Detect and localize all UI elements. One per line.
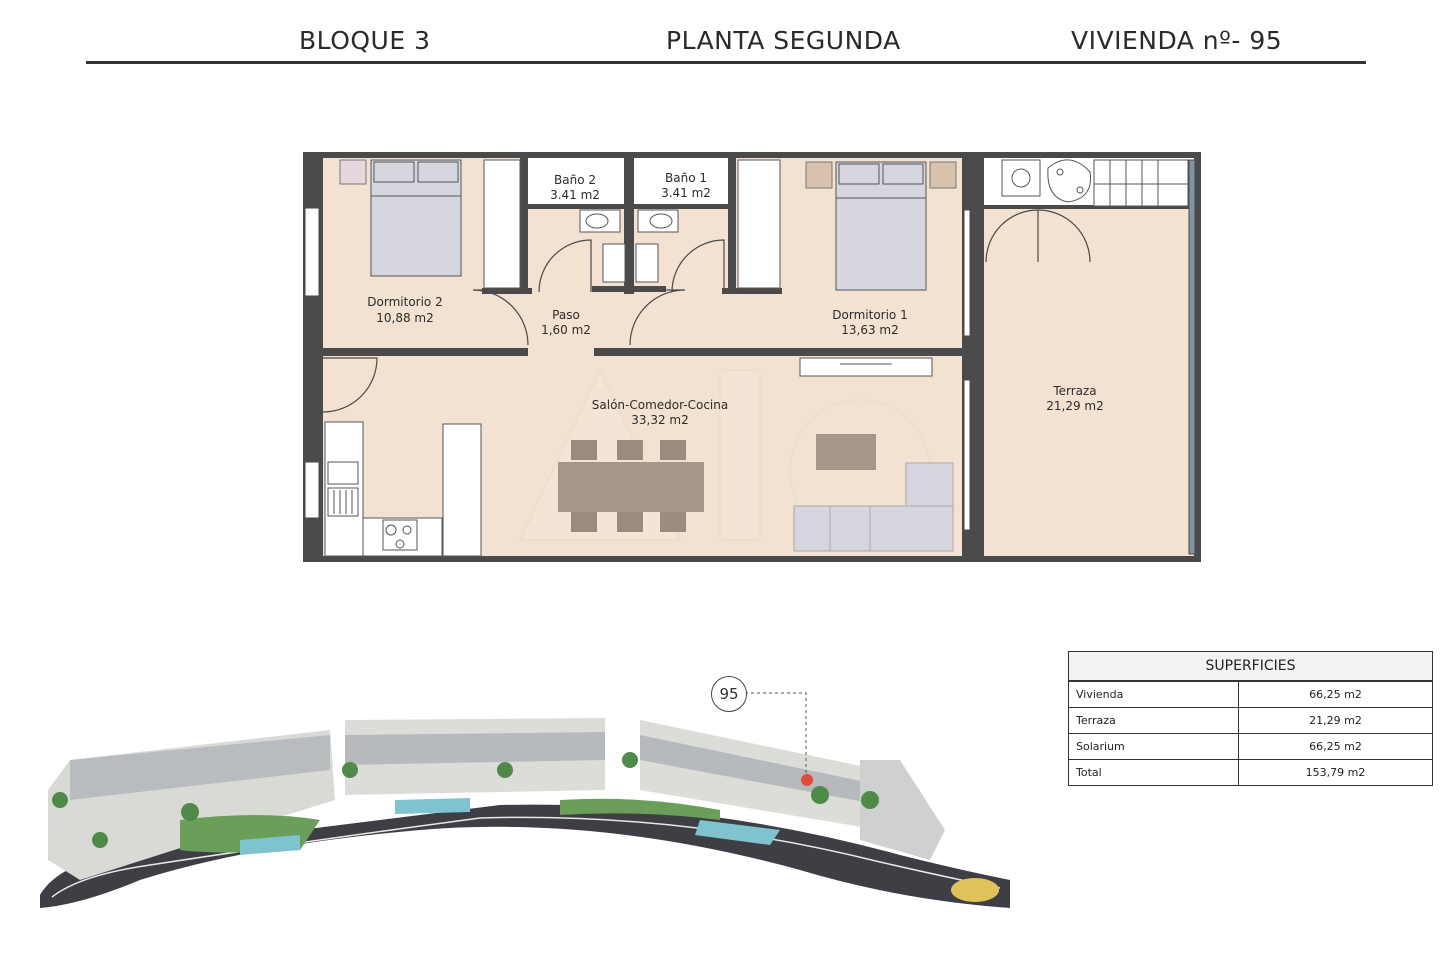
label-paso: Paso bbox=[552, 308, 580, 322]
label-dormitorio-1: Dormitorio 1 bbox=[832, 308, 907, 322]
bed-dormitorio-2 bbox=[339, 159, 462, 277]
row-value: 21,29 m2 bbox=[1238, 707, 1433, 734]
page-header: BLOQUE 3 PLANTA SEGUNDA VIVIENDA nº- 95 bbox=[86, 22, 1366, 66]
bed-dormitorio-1 bbox=[805, 161, 957, 291]
superficies-table: SUPERFICIES Vivienda 66,25 m2 Terraza 21… bbox=[1068, 651, 1433, 786]
room-labels: Dormitorio 2 10,88 m2 Baño 2 3.41 m2 Bañ… bbox=[367, 171, 1103, 427]
table-row: Terraza 21,29 m2 bbox=[1068, 707, 1433, 734]
row-label: Total bbox=[1068, 759, 1239, 786]
block-title: BLOQUE 3 bbox=[299, 26, 431, 55]
floor-title: PLANTA SEGUNDA bbox=[666, 26, 901, 55]
wardrobes bbox=[483, 159, 933, 377]
area-dormitorio-1: 13,63 m2 bbox=[841, 323, 899, 337]
label-bano-2: Baño 2 bbox=[554, 173, 596, 187]
label-dormitorio-2: Dormitorio 2 bbox=[367, 295, 442, 309]
dining-table bbox=[558, 440, 704, 532]
area-bano-1: 3.41 m2 bbox=[661, 186, 711, 200]
header-rule bbox=[86, 61, 1366, 64]
unit-title: VIVIENDA nº- 95 bbox=[1071, 26, 1283, 55]
row-value: 66,25 m2 bbox=[1238, 680, 1433, 708]
area-bano-2: 3.41 m2 bbox=[550, 188, 600, 202]
site-rendering bbox=[40, 692, 1010, 908]
row-label: Terraza bbox=[1068, 707, 1239, 734]
label-terraza: Terraza bbox=[1052, 384, 1096, 398]
table-row: Solarium 66,25 m2 bbox=[1068, 733, 1433, 760]
laundry-appliances bbox=[1001, 159, 1189, 207]
area-dormitorio-2: 10,88 m2 bbox=[376, 311, 434, 325]
area-paso: 1,60 m2 bbox=[541, 323, 591, 337]
bathroom-fixtures bbox=[579, 209, 679, 283]
walls bbox=[303, 152, 1201, 562]
table-row: Total 153,79 m2 bbox=[1068, 759, 1433, 786]
area-terraza: 21,29 m2 bbox=[1046, 399, 1104, 413]
label-bano-1: Baño 1 bbox=[665, 171, 707, 185]
row-value: 66,25 m2 bbox=[1238, 733, 1433, 760]
table-row: Vivienda 66,25 m2 bbox=[1068, 680, 1433, 708]
row-label: Vivienda bbox=[1068, 680, 1239, 708]
superficies-title: SUPERFICIES bbox=[1068, 651, 1433, 682]
kitchen-units bbox=[324, 421, 482, 557]
sofa bbox=[793, 434, 954, 552]
doors bbox=[322, 209, 1091, 413]
area-salon: 33,32 m2 bbox=[631, 413, 689, 427]
row-label: Solarium bbox=[1068, 733, 1239, 760]
windows bbox=[304, 159, 1196, 555]
label-salon: Salón-Comedor-Cocina bbox=[592, 398, 728, 412]
unit-location-marker: 95 bbox=[711, 676, 747, 712]
row-value: 153,79 m2 bbox=[1238, 759, 1433, 786]
